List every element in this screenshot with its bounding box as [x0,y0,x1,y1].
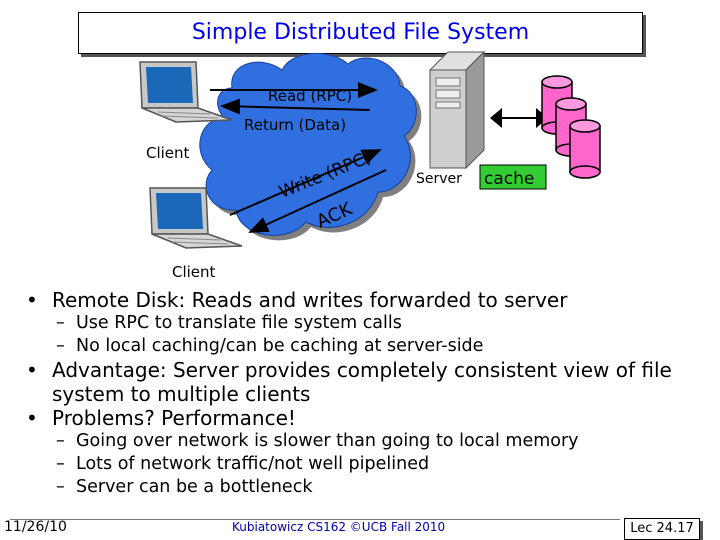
bullet-item: •Remote Disk: Reads and writes forwarded… [26,288,568,312]
bullet-item: •Problems? Performance! [26,406,296,430]
footer: 11/26/10 Kubiatowicz CS162 ©UCB Fall 201… [0,518,720,540]
cache-label: cache [484,169,534,189]
return-arrow [220,98,371,115]
client-label: Client [146,144,190,162]
read-label: Read (RPC) [268,87,352,105]
title-box: Simple Distributed File System [78,12,643,54]
double-arrow-icon [490,108,548,128]
network-cloud [199,52,422,241]
footer-page-number: Lec 24.17 [624,518,700,540]
return-label: Return (Data) [244,116,346,134]
write-arrow [229,149,382,216]
footer-date: 11/26/10 [4,519,67,535]
bullet-list: •Remote Disk: Reads and writes forwarded… [22,288,712,499]
laptop-icon [149,187,243,249]
server-label: Server [416,171,462,187]
slide-title: Simple Distributed File System [191,20,530,45]
footer-divider [10,519,620,520]
sub-bullet-item: –Use RPC to translate file system calls [56,313,402,333]
footer-course: Kubiatowicz CS162 ©UCB Fall 2010 [232,520,446,534]
ack-arrow [248,169,387,233]
server-icon [428,50,486,170]
disk-icon [569,119,601,179]
sub-bullet-item: –Lots of network traffic/not well pipeli… [56,454,430,474]
sub-bullet-item: –No local caching/can be caching at serv… [56,336,484,356]
sub-bullet-item: –Server can be a bottleneck [56,477,313,497]
sub-bullet-item: –Going over network is slower than going… [56,431,579,451]
client-label: Client [172,263,216,281]
cache-box [479,164,547,190]
bullet-item: •Advantage: Server provides completely c… [26,358,672,406]
laptop-icon [139,61,233,123]
distributed-fs-diagram: Read (RPC) Return (Data) Write (RPC) ACK… [139,50,601,281]
